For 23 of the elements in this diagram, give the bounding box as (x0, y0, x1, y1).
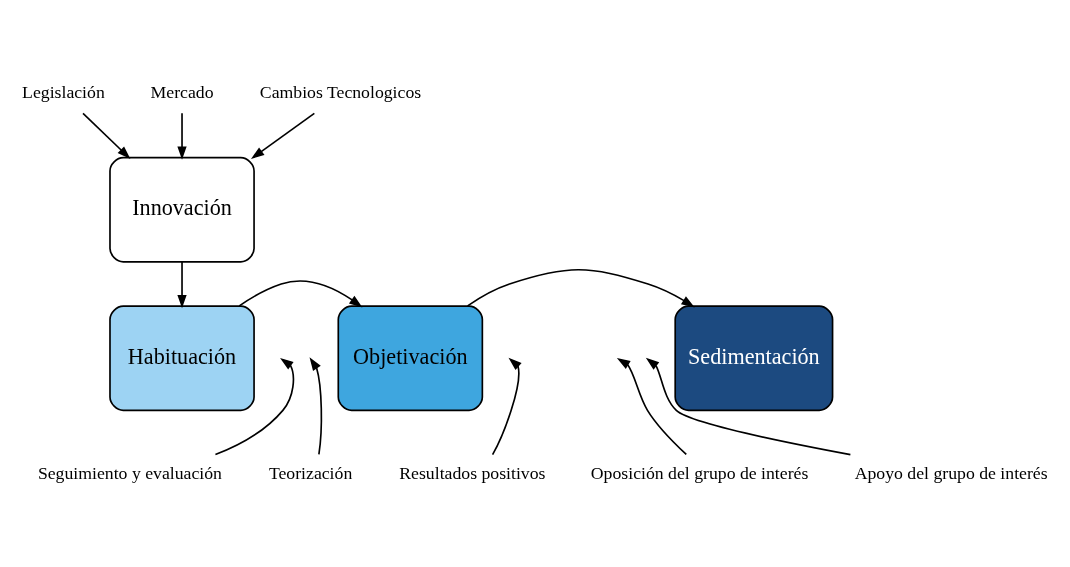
arrow (177, 112, 187, 160)
arrow (82, 112, 131, 159)
node-box: Innovación (109, 156, 255, 263)
node-text: Oposición del grupo de interés (590, 462, 809, 483)
node-text: Apoyo del grupo de interés (854, 462, 1048, 483)
node-text: Resultados positivos (399, 462, 546, 483)
node-text: Seguimiento y evaluación (37, 462, 222, 483)
arrow (309, 356, 323, 455)
node-text: Cambios Tecnologicos (259, 81, 422, 102)
node-box: Objetivación (337, 304, 484, 411)
arrow (214, 357, 295, 455)
arrow (616, 357, 688, 455)
arrow (238, 279, 363, 307)
node-text: Legislación (22, 81, 105, 102)
node-box: Habituación (109, 304, 255, 411)
node-box: Sedimentación (674, 304, 834, 411)
node-text: Mercado (150, 81, 214, 102)
node-text: Teorización (268, 462, 353, 483)
arrow (491, 357, 522, 455)
arrow (645, 357, 852, 455)
arrow (466, 268, 695, 307)
arrow (177, 260, 187, 308)
arrow (251, 112, 316, 159)
